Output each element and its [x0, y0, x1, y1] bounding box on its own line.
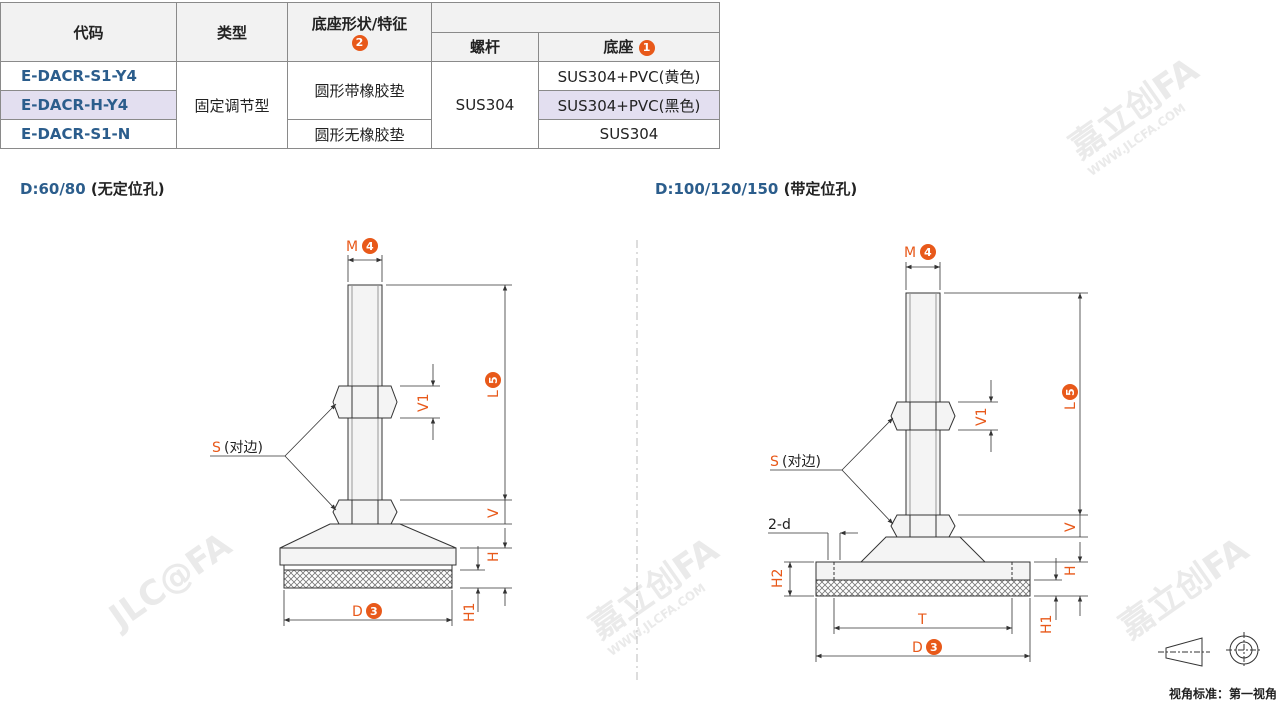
header-base-label: 底座	[603, 38, 634, 57]
projection-symbol-icon	[1158, 632, 1262, 668]
row-code: E-DACR-S1-N	[0, 119, 177, 149]
base-cone	[279, 523, 457, 549]
left-section-title: D:60/80 (无定位孔)	[20, 178, 165, 199]
row-base: SUS304+PVC(黄色)	[538, 61, 720, 91]
label-h1: H1	[462, 603, 478, 622]
left-dimensions	[210, 255, 512, 626]
badge-5	[1062, 384, 1078, 400]
badge-4-text: 4	[366, 240, 374, 253]
header-material-group	[431, 2, 720, 33]
type-cell: 固定调节型	[176, 61, 288, 149]
header-base-shape-label: 底座形状/特征	[311, 14, 408, 33]
shape-no-rubber-cell: 圆形无橡胶垫	[287, 119, 432, 149]
header-code: 代码	[0, 2, 177, 62]
label-s-text: (对边)	[224, 440, 263, 456]
base-plate	[815, 561, 1031, 581]
badge-1: 1	[638, 39, 655, 56]
projection-standard-label: 视角标准：第一视角	[1168, 687, 1277, 701]
badge-2: 2	[351, 35, 368, 51]
badge-4-text: 4	[924, 246, 932, 259]
row-base: SUS304+PVC(黑色)	[538, 90, 720, 120]
label-m: M	[346, 239, 358, 255]
hex-nut	[332, 499, 398, 525]
label-s: S	[212, 440, 221, 456]
left-title-text: (无定位孔)	[85, 180, 165, 198]
label-2d: 2-d	[768, 517, 791, 533]
right-title-code: D:100/120/150	[655, 180, 779, 198]
label-l: L	[1063, 402, 1079, 410]
badge-3-text: 3	[370, 605, 378, 618]
label-h: H	[1063, 565, 1079, 576]
rubber-pad	[815, 579, 1031, 597]
base-cone	[859, 536, 987, 563]
right-dimensions	[768, 262, 1088, 662]
spec-table: 代码 类型 底座形状/特征 2 螺杆 底座 1 E-DACR-S1-Y4 固定调…	[0, 2, 720, 149]
left-dim-labels: M 4 L 5 V1 V H H1 D 3 S (对边)	[212, 238, 502, 622]
badge-4	[362, 238, 378, 254]
label-d: D	[912, 640, 923, 656]
label-h: H	[486, 551, 502, 562]
right-title-text: (带定位孔)	[778, 180, 858, 198]
watermark-brand: JLC@FA	[101, 525, 240, 639]
badge-5-text: 5	[487, 376, 500, 384]
right-section-title: D:100/120/150 (带定位孔)	[655, 178, 857, 199]
watermark-cn: 嘉立创FA	[1112, 530, 1256, 648]
base-plate	[279, 547, 457, 566]
label-v: V	[1063, 522, 1079, 532]
label-v: V	[486, 508, 502, 518]
label-s-text: (对边)	[782, 454, 821, 470]
right-dim-labels: M 4 L 5 V1 V H H1 H2 2-d T D 3 S (对边)	[768, 244, 1079, 656]
left-leveling-foot	[279, 284, 457, 589]
badge-4	[920, 244, 936, 260]
badge-3-text: 3	[930, 641, 938, 654]
label-m: M	[904, 245, 916, 261]
right-leveling-foot	[815, 292, 1031, 597]
badge-5	[485, 372, 501, 388]
shape-rubber-cell: 圆形带橡胶垫	[287, 61, 432, 120]
hex-nut	[890, 514, 956, 538]
badge-3	[926, 639, 942, 655]
row-base: SUS304	[538, 119, 720, 149]
base-gap	[283, 564, 453, 571]
label-l: L	[486, 390, 502, 398]
header-base: 底座 1	[538, 31, 720, 62]
left-title-code: D:60/80	[20, 180, 86, 198]
hex-nut	[332, 385, 398, 419]
label-v1: V1	[416, 394, 432, 412]
watermark: JLC@FA 嘉立创FA WWW.JLCFA.COM 嘉立创FA WWW.JLC…	[101, 50, 1257, 659]
screw-cell: SUS304	[431, 61, 539, 149]
badge-5-text: 5	[1064, 388, 1077, 396]
row-code: E-DACR-S1-Y4	[0, 61, 177, 91]
label-d: D	[352, 604, 363, 620]
rubber-pad	[283, 569, 453, 589]
label-h1: H1	[1039, 615, 1055, 634]
label-v1: V1	[974, 408, 990, 426]
header-screw: 螺杆	[431, 31, 539, 62]
label-h2: H2	[770, 569, 786, 588]
hex-nut	[890, 401, 956, 431]
row-code: E-DACR-H-Y4	[0, 90, 177, 120]
label-s: S	[770, 454, 779, 470]
badge-3	[366, 603, 382, 619]
label-t: T	[917, 612, 927, 628]
